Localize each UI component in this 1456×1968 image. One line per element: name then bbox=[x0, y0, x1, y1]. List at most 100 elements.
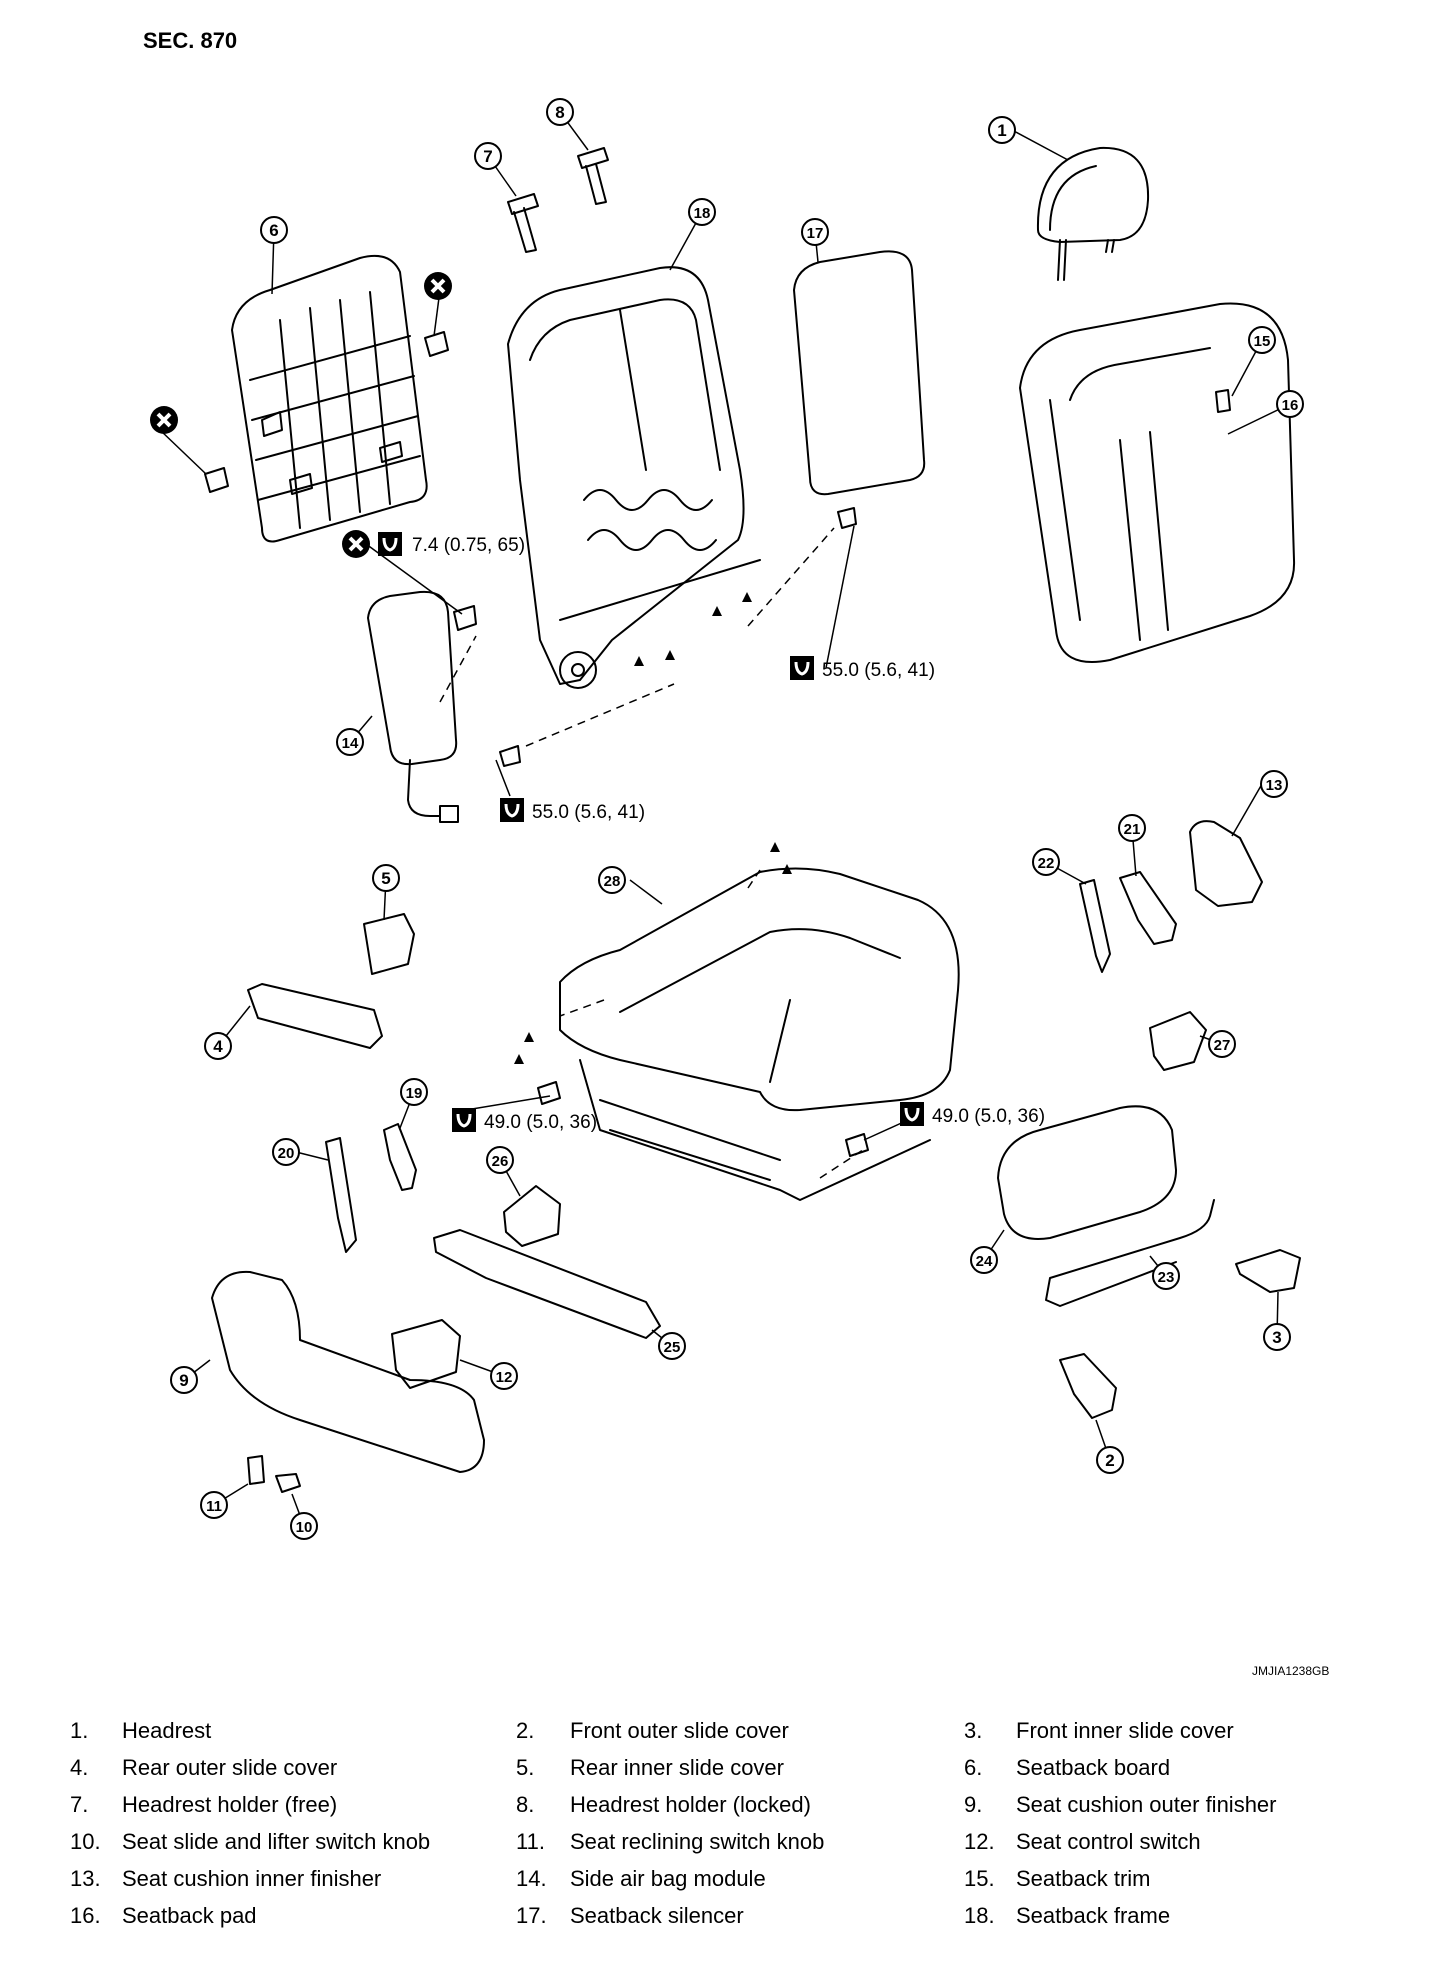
legend-number: 11. bbox=[516, 1829, 545, 1854]
legend-number: 12. bbox=[964, 1829, 995, 1854]
legend-label: Headrest bbox=[122, 1718, 212, 1743]
svg-text:8: 8 bbox=[555, 103, 564, 122]
trim-piece-26 bbox=[503, 1185, 561, 1247]
legend-number: 6. bbox=[964, 1755, 983, 1780]
figure-code: JMJIA1238GB bbox=[1252, 1664, 1330, 1678]
callout-13: 13 bbox=[1260, 770, 1288, 798]
legend-label: Rear inner slide cover bbox=[570, 1755, 784, 1780]
svg-text:25: 25 bbox=[664, 1339, 681, 1356]
svg-text:3: 3 bbox=[1272, 1328, 1281, 1347]
seat-cushion-inner-finisher-part bbox=[1189, 820, 1263, 907]
svg-text:26: 26 bbox=[492, 1153, 509, 1170]
callout-6: 6 bbox=[260, 216, 288, 244]
torque-55-right: 55.0 (5.6, 41) bbox=[822, 660, 935, 681]
callout-18: 18 bbox=[688, 198, 716, 226]
svg-text:10: 10 bbox=[296, 1519, 313, 1536]
trim-piece-20 bbox=[325, 1137, 357, 1253]
callout-28: 28 bbox=[598, 866, 626, 894]
legend-label: Seatback pad bbox=[122, 1903, 257, 1928]
callout-17: 17 bbox=[801, 218, 829, 246]
legend-row: 13. Seat cushion inner finisher 14. Side… bbox=[0, 1866, 1456, 1904]
callout-10: 10 bbox=[290, 1512, 318, 1540]
seatback-trim-part bbox=[1019, 302, 1296, 663]
callout-22: 22 bbox=[1032, 848, 1060, 876]
legend-label: Headrest holder (free) bbox=[122, 1792, 338, 1817]
torque-7-4: 7.4 (0.75, 65) bbox=[412, 535, 525, 556]
legend-number: 5. bbox=[516, 1755, 535, 1780]
svg-text:15: 15 bbox=[1254, 333, 1271, 350]
legend-number: 9. bbox=[964, 1792, 983, 1817]
clip-part bbox=[204, 331, 449, 493]
seat-cushion-outer-finisher-part bbox=[211, 1270, 485, 1473]
callout-8: 8 bbox=[546, 98, 574, 126]
callout-2: 2 bbox=[1096, 1446, 1124, 1474]
torque-49-left: 49.0 (5.0, 36) bbox=[484, 1112, 597, 1133]
svg-text:27: 27 bbox=[1214, 1037, 1231, 1054]
seat-control-switch-part bbox=[391, 1319, 461, 1389]
rear-outer-slide-cover-part bbox=[247, 983, 383, 1049]
seatback-frame-part bbox=[507, 266, 761, 689]
callout-7: 7 bbox=[474, 142, 502, 170]
seatback-silencer-part bbox=[793, 250, 926, 496]
legend-number: 4. bbox=[70, 1755, 89, 1780]
svg-text:1: 1 bbox=[997, 121, 1006, 140]
svg-text:4: 4 bbox=[213, 1037, 223, 1056]
legend-label: Seat cushion inner finisher bbox=[122, 1866, 382, 1891]
callout-24: 24 bbox=[970, 1246, 998, 1274]
legend-number: 2. bbox=[516, 1718, 535, 1743]
callout-16: 16 bbox=[1276, 390, 1304, 418]
legend-number: 18. bbox=[964, 1903, 995, 1928]
legend-label: Front inner slide cover bbox=[1016, 1718, 1234, 1743]
legend-number: 15. bbox=[964, 1866, 995, 1891]
legend-label: Seatback silencer bbox=[570, 1903, 744, 1928]
callout-12: 12 bbox=[490, 1362, 518, 1390]
legend-label: Side air bag module bbox=[570, 1866, 766, 1891]
trim-piece-27 bbox=[1149, 1011, 1207, 1071]
svg-text:20: 20 bbox=[278, 1145, 295, 1162]
trim-piece-21 bbox=[1119, 871, 1177, 945]
svg-text:9: 9 bbox=[179, 1371, 188, 1390]
exploded-seat-diagram: 7.4 (0.75, 65) 55.0 (5.6, 41) 55.0 (5.6,… bbox=[148, 98, 1304, 1540]
legend-label: Seatback board bbox=[1016, 1755, 1171, 1780]
legend-label: Rear outer slide cover bbox=[122, 1755, 338, 1780]
callout-1: 1 bbox=[988, 116, 1016, 144]
headrest-holder-locked-part bbox=[577, 147, 609, 205]
bolt-part bbox=[453, 507, 869, 1157]
legend-label: Seatback trim bbox=[1016, 1866, 1151, 1891]
callout-15: 15 bbox=[1248, 326, 1276, 354]
callout-26: 26 bbox=[486, 1146, 514, 1174]
svg-text:11: 11 bbox=[206, 1498, 222, 1515]
legend-label: Front outer slide cover bbox=[570, 1718, 789, 1743]
side-air-bag-part bbox=[367, 590, 459, 823]
seat-cushion-part bbox=[559, 867, 960, 1201]
switch-knob-10 bbox=[275, 1473, 301, 1493]
legend-row: 1. Headrest 2. Front outer slide cover 3… bbox=[0, 1718, 1456, 1756]
callout-11: 11 bbox=[200, 1491, 228, 1519]
callout-23: 23 bbox=[1152, 1262, 1180, 1290]
svg-text:13: 13 bbox=[1266, 777, 1283, 794]
legend-row: 16. Seatback pad 17. Seatback silencer 1… bbox=[0, 1903, 1456, 1941]
trim-piece-25 bbox=[433, 1229, 661, 1339]
svg-text:23: 23 bbox=[1158, 1269, 1175, 1286]
svg-text:17: 17 bbox=[807, 225, 824, 242]
svg-text:16: 16 bbox=[1282, 397, 1299, 414]
legend-number: 14. bbox=[516, 1866, 547, 1891]
front-outer-slide-cover-part bbox=[1059, 1353, 1117, 1419]
cushion-pad-24 bbox=[997, 1105, 1177, 1240]
seatback-board-part bbox=[231, 254, 428, 543]
legend-number: 3. bbox=[964, 1718, 983, 1743]
legend-row: 7. Headrest holder (free) 8. Headrest ho… bbox=[0, 1792, 1456, 1830]
legend-number: 17. bbox=[516, 1903, 547, 1928]
legend-number: 13. bbox=[70, 1866, 101, 1891]
torque-49-right: 49.0 (5.0, 36) bbox=[932, 1106, 1045, 1127]
headrest-part bbox=[1036, 146, 1150, 281]
legend-row: 4. Rear outer slide cover 5. Rear inner … bbox=[0, 1755, 1456, 1793]
svg-text:7: 7 bbox=[483, 147, 492, 166]
callout-21: 21 bbox=[1118, 814, 1146, 842]
svg-text:5: 5 bbox=[381, 869, 390, 888]
legend-number: 16. bbox=[70, 1903, 101, 1928]
svg-text:19: 19 bbox=[406, 1085, 423, 1102]
front-inner-slide-cover-part bbox=[1235, 1249, 1301, 1293]
switch-knob-11 bbox=[247, 1455, 265, 1485]
svg-text:21: 21 bbox=[1124, 821, 1141, 838]
